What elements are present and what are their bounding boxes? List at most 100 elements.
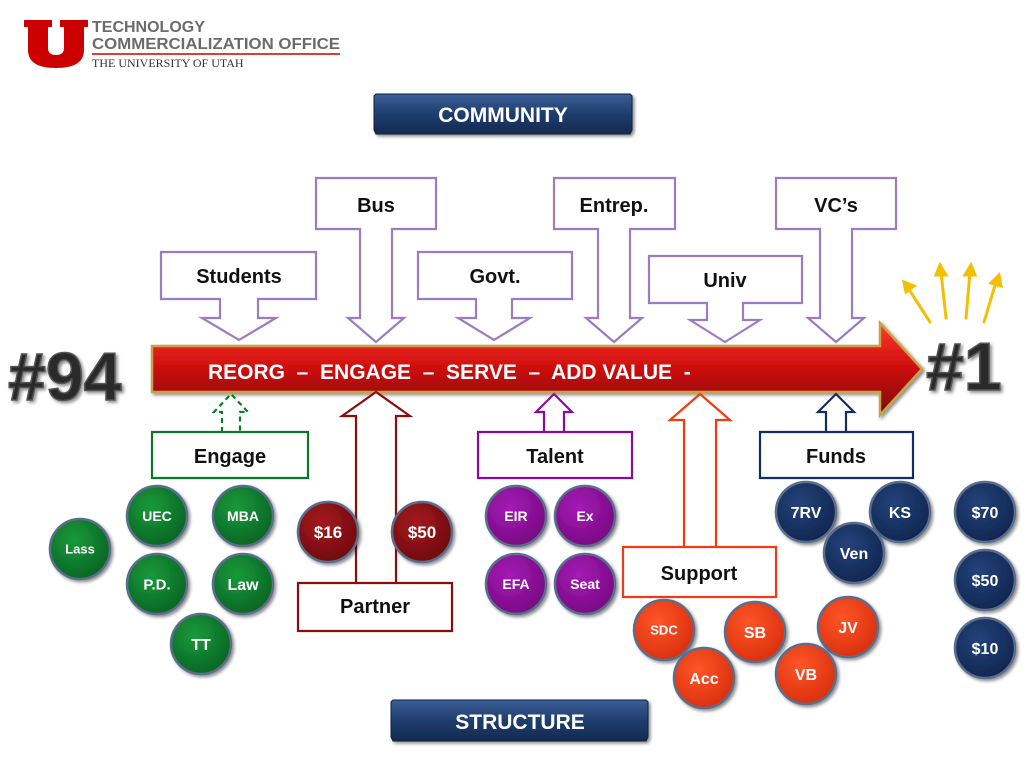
circle-label: UEC — [142, 508, 172, 524]
support-circle-jv: JV — [816, 595, 880, 659]
talent-callout — [476, 392, 634, 480]
main-progress-arrow: REORG – ENGAGE – SERVE – ADD VALUE - — [150, 319, 924, 419]
vcs-callout — [774, 176, 898, 344]
logo-line-commercialization-office: COMMERCIALIZATION OFFICE — [92, 36, 340, 53]
vcs-label: VC’s — [814, 195, 858, 217]
circle-label: $16 — [314, 523, 342, 542]
support-callout — [621, 392, 778, 599]
support-label: Support — [661, 563, 738, 585]
circle-shape — [953, 616, 1017, 680]
partner-label: Partner — [340, 596, 410, 618]
circle-shape — [125, 484, 189, 548]
circle-shape — [774, 642, 838, 706]
univ-callout — [647, 254, 804, 344]
circle-shape — [211, 484, 275, 548]
circle-shape — [390, 500, 454, 564]
circle-label: $10 — [972, 641, 999, 658]
circle-label: 7RV — [791, 505, 822, 522]
engage-circle-lass: Lass — [48, 517, 112, 581]
circle-label: JV — [838, 620, 858, 637]
engage-circle-p-d: P.D. — [125, 552, 189, 616]
partner-circle-50: $50 — [390, 500, 454, 564]
circle-label: P.D. — [143, 576, 170, 593]
circle-label: Seat — [570, 576, 600, 592]
circle-shape — [484, 552, 548, 616]
community-label: COMMUNITY — [438, 104, 568, 127]
talent-circle-efa: EFA — [484, 552, 548, 616]
circle-shape — [672, 646, 736, 710]
talent-label: Talent — [526, 446, 584, 468]
community-header: COMMUNITY — [373, 93, 633, 135]
value-circle-50: $50 — [953, 548, 1017, 612]
circle-label: $50 — [972, 573, 999, 590]
circle-label: VB — [795, 667, 817, 684]
circle-label: EIR — [504, 508, 527, 524]
funds-circle-7rv: 7RV — [774, 480, 838, 544]
end-rank-label: #1 — [926, 329, 1002, 405]
circle-shape — [553, 484, 617, 548]
talent-circle-seat: Seat — [553, 552, 617, 616]
circle-shape — [553, 552, 617, 616]
engage-label: Engage — [194, 446, 266, 468]
engage-callout — [150, 392, 310, 480]
circle-shape — [296, 500, 360, 564]
bus-callout — [314, 176, 438, 344]
univ-label: Univ — [703, 270, 747, 292]
circle-shape — [211, 552, 275, 616]
logo-line-university: THE UNIVERSITY OF UTAH — [92, 56, 244, 70]
support-circle-vb: VB — [774, 642, 838, 706]
engage-circle-law: Law — [211, 552, 275, 616]
value-circle-70: $70 — [953, 480, 1017, 544]
circle-shape — [774, 480, 838, 544]
circle-label: TT — [191, 637, 211, 654]
circle-label: Ven — [840, 546, 868, 563]
circle-label: Lass — [65, 542, 95, 557]
engage-circle-mba: MBA — [211, 484, 275, 548]
support-circle-sb: SB — [723, 600, 787, 664]
students-label: Students — [196, 266, 282, 288]
sparkle-arrows-icon — [901, 261, 1003, 324]
structure-label: STRUCTURE — [455, 711, 585, 734]
govt-label: Govt. — [469, 266, 520, 288]
circle-shape — [125, 552, 189, 616]
circle-label: $50 — [408, 523, 436, 542]
entrep-label: Entrep. — [580, 195, 649, 217]
circle-shape — [169, 612, 233, 676]
engage-circle-uec: UEC — [125, 484, 189, 548]
structure-header: STRUCTURE — [390, 699, 649, 742]
circle-shape — [816, 595, 880, 659]
students-callout — [159, 250, 318, 342]
funds-circle-ks: KS — [868, 480, 932, 544]
circle-label: Ex — [576, 508, 593, 524]
talent-circle-eir: EIR — [484, 484, 548, 548]
logo-line-technology: TECHNOLOGY — [92, 19, 205, 36]
start-rank-label: #94 — [8, 339, 122, 415]
circle-shape — [868, 480, 932, 544]
circle-label: KS — [889, 505, 912, 522]
circle-shape — [822, 521, 886, 585]
circle-label: Acc — [689, 671, 718, 688]
circle-label: SDC — [650, 623, 678, 638]
bus-label: Bus — [357, 195, 395, 217]
govt-callout — [416, 250, 574, 342]
partner-circle-16: $16 — [296, 500, 360, 564]
circle-shape — [953, 548, 1017, 612]
circle-label: $70 — [972, 505, 999, 522]
circle-shape — [723, 600, 787, 664]
engage-circle-tt: TT — [169, 612, 233, 676]
main-arrow-label: REORG – ENGAGE – SERVE – ADD VALUE - — [208, 361, 691, 384]
funds-label: Funds — [806, 446, 866, 468]
circle-shape — [48, 517, 112, 581]
funds-callout — [758, 392, 915, 480]
circle-label: SB — [744, 625, 766, 642]
entrep-callout — [552, 176, 677, 344]
support-circle-acc: Acc — [672, 646, 736, 710]
circle-label: Law — [227, 577, 259, 594]
talent-circle-ex: Ex — [553, 484, 617, 548]
circle-shape — [484, 484, 548, 548]
block-u-logo-icon — [24, 20, 88, 68]
support-circle-sdc: SDC — [632, 598, 696, 662]
circle-shape — [632, 598, 696, 662]
circle-label: MBA — [227, 508, 259, 524]
